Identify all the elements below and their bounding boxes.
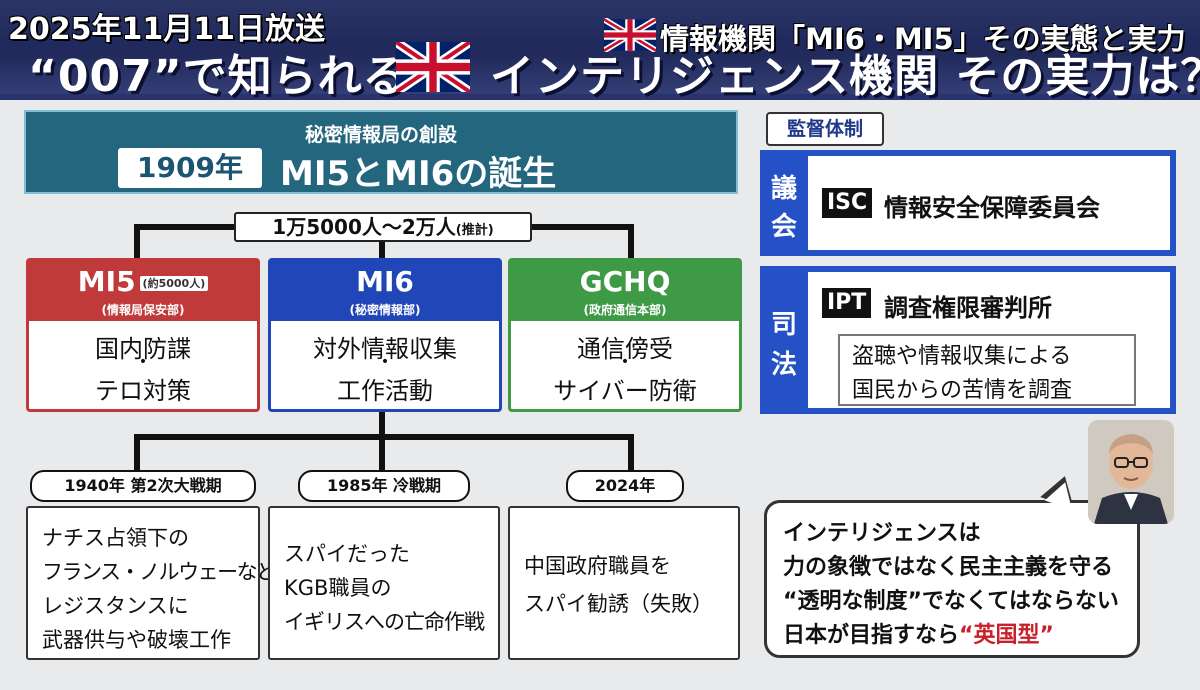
era-tag: 1985年 冷戦期 bbox=[298, 470, 470, 502]
era-text: レジスタンスに bbox=[42, 594, 189, 618]
isc-acronym: ISC bbox=[822, 188, 873, 218]
era-tag: 2024年 bbox=[566, 470, 684, 502]
era-text: イギリスへの亡命作戦 bbox=[284, 610, 485, 634]
speech-line: インテリジェンスは bbox=[783, 521, 981, 546]
agency-card-mi5: MI5(約5000人) (情報局保安部) 国内防諜 • テロ対策 bbox=[26, 258, 260, 412]
speech-text: 日本が目指すなら bbox=[783, 623, 960, 648]
founding-subtitle: 秘密情報局の創設 bbox=[304, 124, 457, 146]
agency-name: MI5 bbox=[77, 265, 136, 298]
era-text: ナチス占領下の bbox=[42, 526, 189, 550]
connector-line bbox=[628, 434, 634, 472]
agency-subname: (秘密情報部) bbox=[349, 303, 421, 317]
era-text: スパイだった bbox=[284, 542, 410, 566]
union-jack-icon bbox=[604, 18, 656, 52]
connector-line bbox=[379, 434, 385, 472]
ipt-acronym: IPT bbox=[822, 288, 872, 318]
agency-subname: (情報局保安部) bbox=[101, 303, 185, 317]
era-box-2024: 中国政府職員を スパイ勧誘（失敗） bbox=[508, 506, 740, 660]
commentator-portrait bbox=[1088, 420, 1174, 524]
connector-line bbox=[628, 224, 634, 260]
ipt-name: 調査権限審判所 bbox=[884, 294, 1052, 322]
agency-header: MI6 (秘密情報部) bbox=[271, 261, 499, 321]
agency-header: GCHQ (政府通信本部) bbox=[511, 261, 739, 321]
staff-count: 1万5000人〜2万人 bbox=[272, 215, 456, 239]
agency-subname: (政府通信本部) bbox=[583, 303, 667, 317]
agency-card-mi6: MI6 (秘密情報部) 対外情報収集 • 工作活動 bbox=[268, 258, 502, 412]
isc-name: 情報安全保障委員会 bbox=[884, 194, 1100, 222]
connector-line bbox=[379, 224, 385, 260]
side-char: 法 bbox=[770, 350, 797, 380]
parliament-inner: ISC 情報安全保障委員会 bbox=[808, 156, 1170, 250]
agency-staff-note: (約5000人) bbox=[139, 276, 209, 291]
agency-name: MI6 bbox=[356, 265, 414, 298]
role-separator: • bbox=[380, 354, 390, 370]
speech-emphasis: “透明な制度”でなくてはならない bbox=[783, 589, 1119, 614]
parliament-side-label: 議 会 bbox=[760, 150, 808, 256]
role-separator: • bbox=[620, 354, 630, 370]
agency-role: テロ対策 bbox=[95, 377, 191, 405]
program-subtitle: 情報機関「MI6・MI5」その実態と実力 bbox=[660, 22, 1186, 56]
speech-line: 力の象徴ではなく民主主義を守る bbox=[783, 555, 1114, 580]
side-char: 議 bbox=[770, 174, 797, 204]
speech-bubble: インテリジェンスは 力の象徴ではなく民主主義を守る “透明な制度”でなくてはなら… bbox=[764, 500, 1140, 658]
agency-role: 国内防諜 bbox=[95, 335, 191, 363]
era-box-1985: スパイだった KGB職員の イギリスへの亡命作戦 bbox=[268, 506, 500, 660]
era-box-1940: ナチス占領下の フランス・ノルウェーなどで レジスタンスに 武器供与や破壊工作 bbox=[26, 506, 296, 660]
speech-emphasis: “英国型” bbox=[959, 623, 1054, 648]
agency-role: 通信傍受 bbox=[577, 335, 673, 363]
agency-name: GCHQ bbox=[579, 265, 671, 298]
era-text: KGB職員の bbox=[284, 576, 392, 600]
judiciary-box: 司 法 IPT 調査権限審判所 盗聴や情報収集による 国民からの苦情を調査 bbox=[760, 266, 1176, 414]
connector-line bbox=[134, 224, 140, 260]
founding-panel: 秘密情報局の創設 1909年 MI5とMI6の誕生 bbox=[24, 110, 738, 194]
era-text: スパイ勧誘（失敗） bbox=[524, 592, 713, 616]
oversight-label: 監督体制 bbox=[766, 112, 884, 146]
founding-year-badge: 1909年 bbox=[118, 148, 262, 188]
agency-header: MI5(約5000人) (情報局保安部) bbox=[29, 261, 257, 321]
ipt-description: 盗聴や情報収集による 国民からの苦情を調査 bbox=[838, 334, 1136, 406]
union-jack-icon bbox=[396, 42, 470, 92]
connector-line bbox=[379, 412, 385, 438]
staff-estimate: 1万5000人〜2万人(推計) bbox=[234, 212, 532, 242]
judiciary-inner: IPT 調査権限審判所 盗聴や情報収集による 国民からの苦情を調査 bbox=[808, 272, 1170, 408]
speech-line: 日本が目指すなら“英国型” bbox=[783, 617, 1054, 649]
banner-glow bbox=[0, 38, 1200, 94]
role-separator: • bbox=[138, 354, 148, 370]
side-char: 司 bbox=[770, 310, 797, 340]
broadcast-date: 2025年11月11日放送 bbox=[8, 12, 325, 47]
founding-title: MI5とMI6の誕生 bbox=[280, 154, 557, 194]
agency-role: 工作活動 bbox=[337, 377, 433, 405]
staff-note: (推計) bbox=[455, 223, 494, 238]
era-text: 中国政府職員を bbox=[524, 554, 671, 578]
agency-role: 対外情報収集 bbox=[313, 335, 457, 363]
headline-part2: インテリジェンス機関 その実力は？ bbox=[490, 51, 1200, 102]
headline-part1: “007”で知られる bbox=[28, 51, 408, 102]
era-text: 武器供与や破壊工作 bbox=[42, 628, 231, 652]
ipt-desc-line: 国民からの苦情を調査 bbox=[852, 378, 1073, 403]
agency-card-gchq: GCHQ (政府通信本部) 通信傍受 • サイバー防衛 bbox=[508, 258, 742, 412]
title-banner: 2025年11月11日放送 情報機関「MI6・MI5」その実態と実力 “007”… bbox=[0, 0, 1200, 102]
parliament-box: 議 会 ISC 情報安全保障委員会 bbox=[760, 150, 1176, 256]
side-char: 会 bbox=[770, 212, 797, 242]
agency-role: サイバー防衛 bbox=[553, 377, 697, 405]
connector-line bbox=[134, 434, 140, 472]
era-text: フランス・ノルウェーなどで bbox=[42, 560, 296, 584]
judiciary-side-label: 司 法 bbox=[760, 266, 808, 414]
ipt-desc-line: 盗聴や情報収集による bbox=[852, 344, 1072, 369]
era-tag: 1940年 第2次大戦期 bbox=[30, 470, 256, 502]
